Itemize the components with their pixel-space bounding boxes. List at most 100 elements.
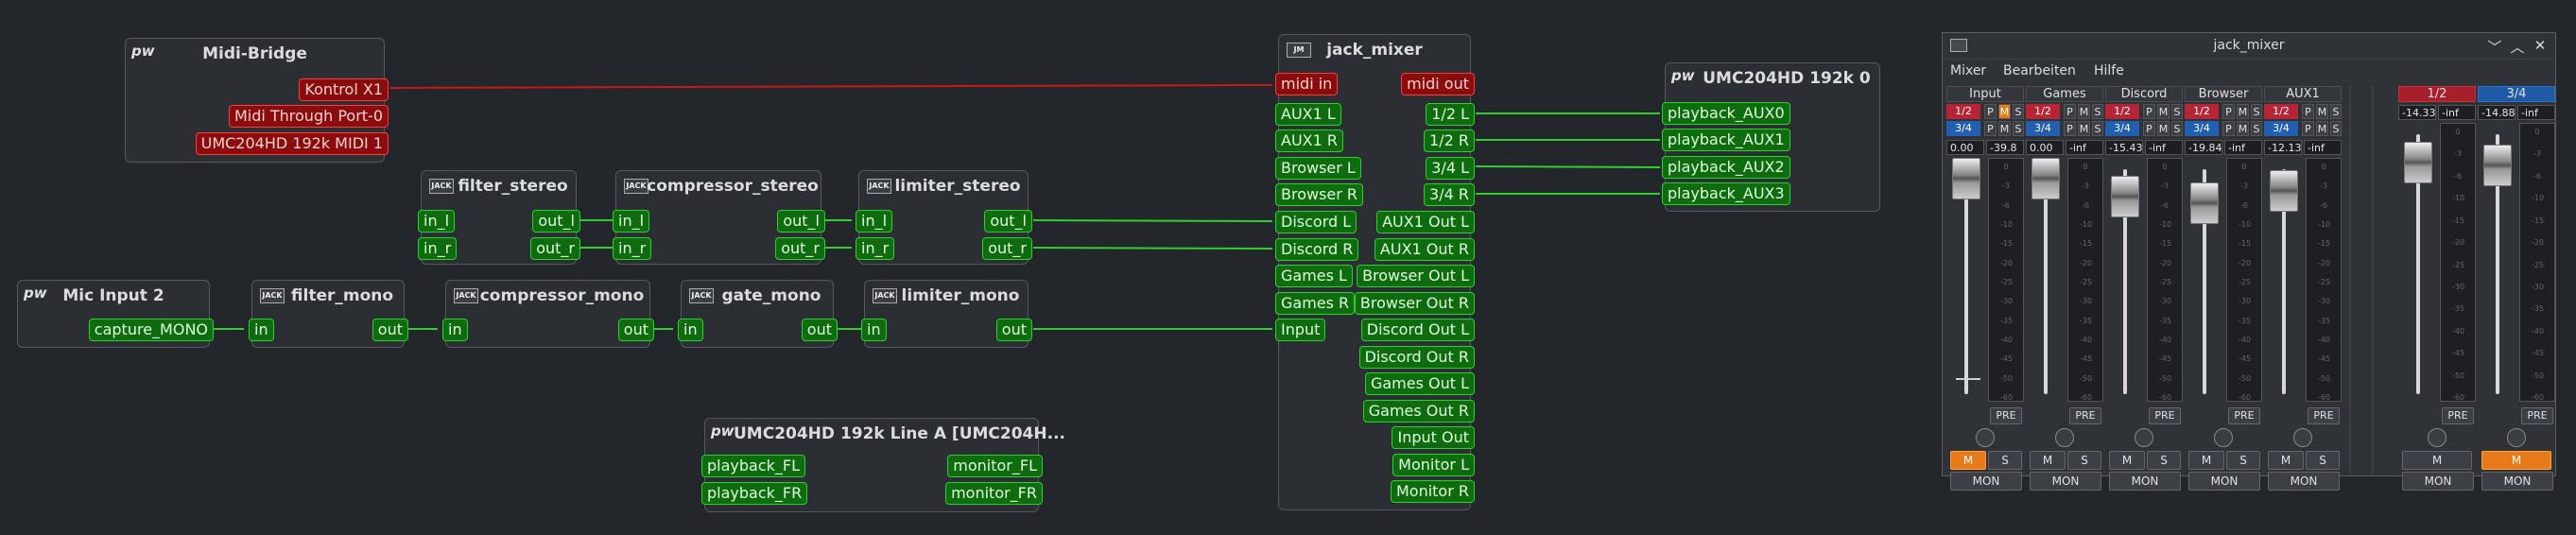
port-out[interactable]: out [372, 319, 408, 341]
balance-knob[interactable] [2428, 428, 2446, 447]
mixer-window[interactable]: jack_mixer ﹀ ︿ ✕ Mixer Bearbeiten Hilfe … [1942, 32, 2556, 491]
port-games-out-l[interactable]: Games Out L [1364, 372, 1475, 395]
port-games-r[interactable]: Games R [1275, 292, 1356, 315]
mute-button[interactable]: M [2481, 451, 2551, 470]
channel-name[interactable]: Games [2026, 86, 2103, 102]
prefader-button[interactable]: P [2064, 121, 2076, 136]
port-playback-aux1[interactable]: playback_AUX1 [1662, 129, 1790, 151]
port-out-l[interactable]: out_l [777, 210, 825, 233]
port-out-l[interactable]: out_l [532, 210, 580, 233]
fader-knob[interactable] [2190, 181, 2219, 224]
port-aux1-out-l[interactable]: AUX1 Out L [1376, 211, 1475, 233]
port-discord-out-l[interactable]: Discord Out L [1360, 319, 1475, 341]
node-limiter-mono[interactable]: JACK limiter_mono in out [861, 280, 1032, 348]
mute-button[interactable]: M [2316, 104, 2328, 119]
monitor-button[interactable]: MON [2109, 472, 2181, 491]
gain-readout[interactable]: -12.13 [2264, 140, 2302, 155]
node-umc-out[interactable]: pw UMC204HD 192k 0 playback_AUX0 playbac… [1662, 62, 1880, 212]
mute-button[interactable]: M [2030, 451, 2066, 470]
port-in-l[interactable]: in_l [856, 210, 893, 233]
gain-readout[interactable]: -15.43 [2105, 140, 2143, 155]
pre-button[interactable]: PRE [2228, 407, 2260, 424]
peak-readout[interactable]: -inf [2145, 140, 2183, 155]
peak-readout[interactable]: -inf [2224, 140, 2262, 155]
monitor-button[interactable]: MON [2268, 472, 2340, 491]
port-aux1-l[interactable]: AUX1 L [1275, 103, 1341, 126]
pre-button[interactable]: PRE [2069, 407, 2101, 424]
port-monitor-l[interactable]: Monitor L [1392, 454, 1475, 476]
port-out-r[interactable]: out_r [982, 237, 1032, 260]
port-discord-l[interactable]: Discord L [1275, 211, 1357, 233]
port-kontrol-x1[interactable]: Kontrol X1 [299, 78, 389, 101]
solo-button[interactable]: S [2306, 451, 2340, 470]
balance-knob[interactable] [2507, 428, 2526, 447]
mute-button[interactable]: M [2157, 121, 2170, 136]
pre-button[interactable]: PRE [2308, 407, 2340, 424]
monitor-button[interactable]: MON [2402, 472, 2474, 491]
peak-readout[interactable]: -39.8 [1986, 140, 2024, 155]
gain-readout[interactable]: -19.84 [2185, 140, 2222, 155]
mute-button[interactable]: M [2078, 121, 2090, 136]
mute-button[interactable]: M [2109, 451, 2145, 470]
prefader-button[interactable]: P [2222, 121, 2235, 136]
channel-name[interactable]: AUX1 [2264, 86, 2342, 102]
pre-button[interactable]: PRE [1990, 407, 2022, 424]
port-playback-fr[interactable]: playback_FR [701, 482, 808, 505]
channel-name[interactable]: Browser [2185, 86, 2262, 102]
peak-readout[interactable]: -inf [2304, 140, 2342, 155]
port-midi-through[interactable]: Midi Through Port-0 [228, 105, 389, 128]
port-input-out[interactable]: Input Out [1392, 426, 1475, 449]
monitor-button[interactable]: MON [2030, 472, 2101, 491]
port-in-r[interactable]: in_r [418, 237, 458, 260]
fader-track[interactable] [2203, 169, 2206, 394]
port-playback-aux3[interactable]: playback_AUX3 [1662, 182, 1790, 205]
port-umc-midi[interactable]: UMC204HD 192k MIDI 1 [195, 132, 389, 155]
prefader-button[interactable]: P [1984, 121, 1997, 136]
port-out[interactable]: out [617, 319, 654, 341]
peak-readout[interactable]: -inf [2438, 105, 2476, 120]
mute-button[interactable]: M [2316, 121, 2328, 136]
port-34-r[interactable]: 3/4 R [1424, 183, 1475, 206]
maximize-icon[interactable]: ︿ [2510, 39, 2525, 56]
port-capture-mono[interactable]: capture_MONO [88, 319, 214, 341]
channel-name[interactable]: 1/2 [2398, 86, 2476, 102]
port-34-l[interactable]: 3/4 L [1426, 157, 1475, 180]
port-in-l[interactable]: in_l [613, 210, 650, 233]
port-aux1-r[interactable]: AUX1 R [1275, 129, 1343, 152]
node-gate-mono[interactable]: JACK gate_mono in out [678, 280, 838, 348]
fader-track[interactable] [2282, 169, 2286, 394]
fader-track[interactable] [2044, 169, 2048, 394]
gain-readout[interactable]: -14.33 [2398, 105, 2436, 120]
node-filter-stereo[interactable]: JACK filter_stereo in_l in_r out_l out_r [418, 170, 580, 265]
minimize-icon[interactable]: ﹀ [2487, 39, 2502, 56]
solo-button[interactable]: S [2226, 451, 2260, 470]
mute-button[interactable]: M [1998, 104, 2011, 119]
solo-button[interactable]: S [2251, 121, 2262, 136]
mute-button[interactable]: M [1998, 121, 2011, 136]
port-monitor-fr[interactable]: monitor_FR [945, 482, 1043, 505]
port-out-l[interactable]: out_l [984, 210, 1032, 233]
port-out-r[interactable]: out_r [530, 237, 580, 260]
monitor-button[interactable]: MON [2188, 472, 2260, 491]
port-games-out-r[interactable]: Games Out R [1362, 400, 1475, 423]
monitor-button[interactable]: MON [1950, 472, 2022, 491]
solo-button[interactable]: S [2092, 104, 2103, 119]
balance-knob[interactable] [2214, 428, 2233, 447]
close-icon[interactable]: ✕ [2533, 37, 2547, 54]
prefader-button[interactable]: P [2143, 104, 2155, 119]
mute-button[interactable]: M [2402, 451, 2472, 470]
port-in-r[interactable]: in_r [856, 237, 895, 260]
node-limiter-stereo[interactable]: JACK limiter_stereo in_l in_r out_l out_… [856, 170, 1032, 265]
port-12-r[interactable]: 1/2 R [1424, 129, 1475, 152]
solo-button[interactable]: S [2171, 121, 2183, 136]
fader-knob[interactable] [2270, 169, 2298, 212]
menu-mixer[interactable]: Mixer [1950, 63, 1987, 78]
channel-name[interactable]: Discord [2105, 86, 2183, 102]
gain-readout[interactable]: 0.00 [2026, 140, 2064, 155]
node-compressor-mono[interactable]: JACK compressor_mono in out [442, 280, 654, 348]
port-browser-out-l[interactable]: Browser Out L [1357, 265, 1475, 287]
mute-button[interactable]: M [2268, 451, 2304, 470]
menu-bearbeiten[interactable]: Bearbeiten [2003, 63, 2076, 78]
port-in-r[interactable]: in_r [613, 237, 652, 260]
port-aux1-out-r[interactable]: AUX1 Out R [1374, 238, 1475, 261]
